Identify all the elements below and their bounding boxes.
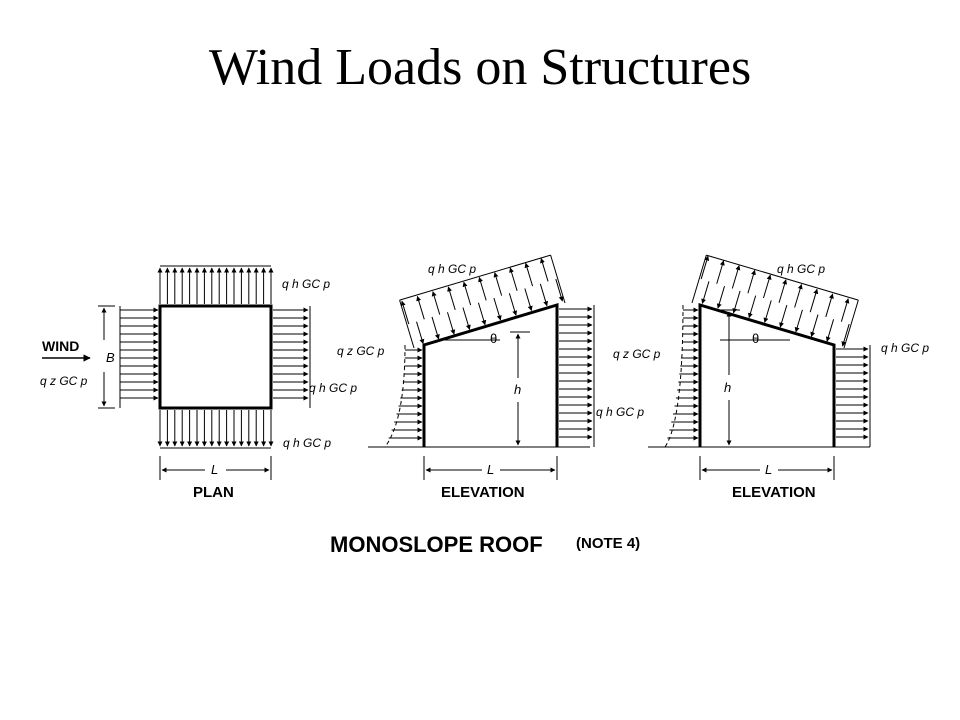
elevation-1-roof-arrow (400, 300, 410, 325)
elevation-1-qh-gcp-label-roof: q h GC p (428, 262, 476, 276)
elevation-1-roof-arrow (508, 293, 518, 316)
elevation-1-roof-arrow (509, 267, 518, 292)
elevation-1-roof-load-line (399, 254, 551, 301)
elevation-1-label: ELEVATION (441, 484, 525, 501)
elevation-view-1: θ h L ELEVATION q h GC p q z GC p q h GC… (337, 254, 644, 501)
elevation-2-roof-load-edge (843, 299, 859, 349)
plan-qh-gcp-label-right: q h GC p (309, 381, 357, 395)
plan-view: B L PLAN WIND q z GC p q h GC p q h GC p… (40, 265, 357, 501)
elevation-2-roof-arrow (747, 295, 757, 319)
elevation-2-qh-gcp-label-roof: q h GC p (777, 262, 825, 276)
elevation-1-roof-arrow (539, 283, 549, 307)
elevation-1-roof-arrow (477, 302, 487, 326)
elevation-1-roof-load-edge (399, 299, 415, 349)
velocity-profile-curve-1 (384, 344, 406, 448)
elevation-2-roof-arrow (716, 286, 725, 309)
plan-qh-gcp-label-bottom: q h GC p (283, 436, 331, 450)
elevation-2-qz-gcp-label: q z GC p (613, 347, 661, 361)
plan-qh-gcp-label-top: q h GC p (282, 277, 330, 291)
elevation-1-dimension-l (423, 456, 558, 480)
elevation-1-roof-arrow (462, 281, 472, 306)
elevation-2-roof-load-line (706, 254, 859, 301)
figure-caption: MONOSLOPE ROOF (330, 532, 543, 557)
elevation-1-roof-arrow (431, 316, 440, 340)
elevation-2-roof-arrow (732, 290, 741, 314)
elevation-2-roof-arrow (747, 269, 756, 294)
slide-title: Wind Loads on Structures (208, 39, 752, 96)
plan-dimension-b (98, 305, 115, 409)
elevation-2-l-label: L (765, 462, 772, 477)
elevation-2-pressure-arrows (667, 254, 871, 447)
elevation-2-roof-arrow (809, 288, 819, 313)
elevation-2-roof-arrow (825, 293, 834, 318)
elevation-2-roof-arrow (840, 298, 850, 322)
elevation-2-roof-arrow (810, 314, 819, 338)
elevation-2-roof-arrow (779, 304, 788, 328)
elevation-view-2: θ h L ELEVATION q h GC p q z GC p q h GC… (613, 254, 929, 501)
elevation-2-roof-load-edge (691, 254, 707, 304)
elevation-1-roof-load-edge (550, 254, 566, 304)
plan-dimension-l (159, 456, 272, 480)
elevation-2-roof-arrow (794, 309, 803, 333)
elevation-2-roof-arrow (841, 323, 850, 347)
plan-outline (158, 304, 273, 410)
elevation-1-roof-arrow (447, 312, 456, 335)
elevation-1-qh-gcp-label-leeward: q h GC p (596, 405, 644, 419)
elevation-1-roof-arrow (524, 288, 533, 312)
building-outline-1 (422, 302, 559, 447)
elevation-2-roof-arrow (701, 281, 710, 304)
elevation-1-roof-arrow (493, 272, 503, 296)
elevation-1-roof-arrow (555, 278, 564, 302)
wind-label: WIND (42, 338, 79, 354)
elevation-2-dimension-h (720, 309, 740, 446)
plan-dimension-b-label: B (106, 350, 115, 365)
elevation-1-roof-arrow (431, 291, 441, 315)
elevation-2-roof-arrow (700, 255, 710, 280)
elevation-2-label: ELEVATION (732, 484, 816, 501)
plan-qz-gcp-label: q z GC p (40, 374, 88, 388)
velocity-profile-curve-2 (664, 304, 684, 448)
elevation-2-roof-arrow (716, 260, 725, 284)
elevation-1-dimension-h (510, 331, 530, 446)
plan-dimension-l-label: L (211, 462, 218, 477)
elevation-1-l-label: L (487, 462, 494, 477)
elevation-2-dimension-l (699, 456, 835, 480)
theta-label-2: θ (752, 331, 759, 346)
elevation-2-qh-gcp-label-leeward: q h GC p (881, 341, 929, 355)
elevation-2-roof-arrow (762, 274, 772, 299)
elevation-2-roof-arrow (778, 279, 788, 303)
elevation-1-roof-arrow (416, 321, 425, 345)
elevation-2-roof-arrow (763, 300, 772, 323)
building-outline-2 (698, 302, 836, 447)
figure-note: (NOTE 4) (576, 535, 640, 552)
elevation-1-pressure-arrows (388, 254, 595, 447)
elevation-1-roof-arrow (416, 295, 425, 320)
elevation-2-roof-arrow (825, 319, 835, 342)
plan-pressure-arrows (119, 265, 311, 449)
elevation-1-roof-arrow (524, 262, 534, 287)
elevation-1-roof-arrow (447, 286, 456, 310)
plan-label: PLAN (193, 484, 234, 501)
elevation-1-roof-arrow (478, 276, 487, 301)
elevation-2-roof-arrow (731, 265, 741, 289)
elevation-1-qz-gcp-label: q z GC p (337, 344, 385, 358)
theta-label-1: θ (490, 331, 497, 346)
elevation-2-h-label: h (724, 380, 731, 395)
elevation-2-roof-arrow (794, 283, 803, 308)
elevation-1-h-label: h (514, 382, 521, 397)
elevation-1-roof-arrow (540, 257, 549, 282)
elevation-1-roof-arrow (462, 307, 471, 330)
elevation-1-roof-arrow (493, 297, 502, 321)
